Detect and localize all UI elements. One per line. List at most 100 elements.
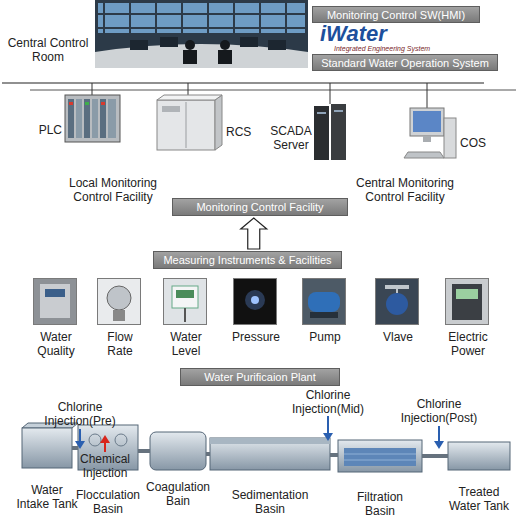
rcs-cabinet [157,100,215,150]
rcs-device: RCS [157,95,222,150]
arrow-head [75,441,85,449]
node-label: Electric Power [443,330,493,358]
node-label: Pump [297,330,353,344]
mixer [89,434,101,446]
plant-basin: Sedimentation Basin [210,438,330,470]
power-meter [452,284,482,320]
quality-analyzer [40,284,70,318]
plc-module [68,99,74,138]
mixer [115,434,127,446]
injection-label: Chlorine Injection(Pre) [40,400,120,428]
sedimentation-basin [210,438,330,470]
node-label: Water Intake Tank [14,483,80,511]
instrument-icon: Water Level [163,278,207,325]
cos-screen [413,111,441,132]
level-probe [184,308,186,322]
desk-monitor [268,40,286,50]
filtration-basin [338,440,422,472]
section-band: Measuring Instruments & Facilities [153,251,342,269]
pipe-connector [138,449,150,453]
room-label: Central Control Room [2,36,94,64]
meter-display [456,289,478,299]
title-band: Standard Water Operation System [312,54,498,71]
node-label: Water Quality [33,330,79,358]
plc-module [100,99,106,138]
operator-body [183,50,197,64]
gauge-light [251,296,259,304]
node-label: COS [460,136,490,150]
photo-background [95,0,308,68]
plc-module [84,99,90,138]
level-sensor [172,286,198,308]
level-display [176,290,194,298]
injection-arrow [438,426,440,442]
group-label: Local Monitoring Control Facility [60,176,166,204]
icon-photo [97,278,141,325]
pressure-gauge [245,290,265,310]
icon-photo [375,278,419,325]
pipe-connector [330,453,338,457]
network-bus [30,90,516,91]
flow-meter [107,286,131,310]
scada-server: SCADA Server [314,104,348,160]
plant-basin: Filtration Basin [338,440,422,472]
node-label: Filtration Basin [350,490,410,518]
icon-photo [302,278,346,325]
node-label: Water Level [163,330,209,358]
valve-body [386,293,408,315]
injection-arrow [327,416,329,434]
band-title: Monitoring Control SW(HMI) [313,7,479,22]
node-label: Sedimentation Basin [229,488,311,516]
rcs-panel [162,106,180,112]
server-bay [317,112,326,114]
node-label: Flow Rate [100,330,140,358]
filter-layer [344,454,416,455]
title-band: Monitoring Control SW(HMI) [312,6,480,23]
valve-stem [396,289,398,293]
icon-photo [233,278,277,325]
section-band: Water Purificaion Plant [180,368,340,386]
plant-basin: Water Intake Tank [22,428,72,468]
group-label: Central Monitoring Control Facility [348,176,462,204]
server-tower [331,104,346,160]
instrument-icon: Flow Rate [97,278,141,325]
arrow-head [323,433,333,441]
injection-label: Chemical Injection [74,452,136,480]
plc-led [69,102,73,105]
plc-led [85,102,89,105]
icon-photo [445,278,489,325]
bus-drop [427,83,428,108]
band-title: Water Purificaion Plant [181,369,339,385]
desk-monitor [160,37,178,47]
instrument-icon: Pressure [233,278,277,325]
rcs-cabinet-side [215,95,222,150]
band-title: Monitoring Control Facility [173,199,347,215]
band-title: Standard Water Operation System [313,55,497,70]
bus-drop [330,83,331,104]
server-bay [334,110,343,112]
filter-layer [344,460,416,461]
flow-meter-body [113,310,125,321]
operator-body [218,50,232,64]
basin-rim [210,438,330,444]
desk-monitor [240,37,258,47]
arrow-head [100,435,110,443]
plc-module [92,99,98,138]
injection-label: Chlorine Injection(Post) [398,397,480,425]
instrument-icon: Vlave [375,278,419,325]
cos-stand [423,136,431,142]
logo-text: iWater [320,22,420,46]
node-label: Pressure [228,330,284,344]
cos-terminal: COS [410,108,456,160]
icon-photo [163,278,207,325]
pipe-connector [206,452,210,456]
plc-device: PLC [65,95,120,142]
network-bus [2,82,484,83]
injection-label: Chlorine Injection(Mid) [288,388,368,416]
band-title: Measuring Instruments & Facilities [154,252,341,268]
node-label: Flocculation Basin [73,488,143,516]
operator-head [185,40,195,50]
plc-module [76,99,82,138]
logo-subtitle: Integrated Engineering System [334,45,444,53]
server-tower [314,106,329,160]
